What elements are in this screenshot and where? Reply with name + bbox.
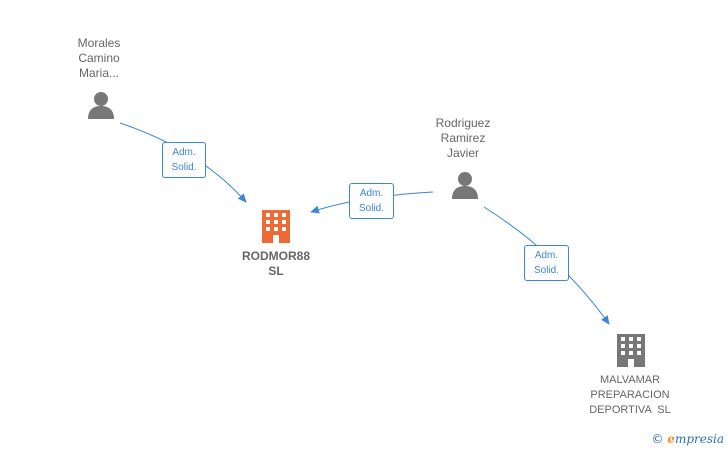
company-label-rodmor[interactable]: RODMOR88 SL — [226, 249, 326, 279]
copyright-symbol: © — [651, 432, 664, 446]
person-name-line: Camino — [78, 51, 120, 65]
brand-watermark: © empresia — [651, 432, 724, 446]
company-label-malvamar[interactable]: MALVAMAR PREPARACION DEPORTIVA SL — [575, 373, 685, 418]
company-name-line: DEPORTIVA SL — [589, 404, 671, 416]
edge-label-line: Adm. — [534, 250, 559, 261]
edge-label-line: Adm. — [359, 188, 384, 199]
edge-label-line: Solid. — [533, 265, 559, 276]
brand-name: mpresia — [674, 432, 724, 446]
person-name-line: Morales — [77, 36, 121, 50]
person-name-line: Maria... — [78, 66, 119, 80]
building-icon[interactable] — [617, 334, 645, 367]
person-icon[interactable] — [88, 92, 114, 119]
company-name-line: MALVAMAR — [599, 374, 661, 386]
person-label-morales[interactable]: Morales Camino Maria... — [60, 36, 138, 81]
edge-label-line: Adm. — [172, 147, 196, 158]
edge-label-line: Solid. — [358, 203, 384, 214]
company-name-line: PREPARACION — [590, 389, 670, 401]
edge-label-rodriguez-rodmor[interactable]: Adm. Solid. — [349, 183, 394, 219]
edge-label-morales-rodmor[interactable]: Adm. Solid. — [162, 142, 206, 178]
person-name-line: Javier — [446, 146, 479, 160]
company-name-line: SL — [268, 264, 284, 278]
company-name-line: RODMOR88 — [241, 249, 310, 263]
edge-label-line: Solid. — [171, 162, 197, 173]
person-name-line: Ramirez — [440, 131, 486, 145]
person-icon[interactable] — [452, 172, 478, 199]
person-name-line: Rodriguez — [435, 116, 491, 130]
brand-initial: e — [667, 432, 675, 446]
person-label-rodriguez[interactable]: Rodriguez Ramirez Javier — [418, 116, 508, 161]
edge-label-rodriguez-malvamar[interactable]: Adm. Solid. — [524, 245, 569, 281]
building-icon[interactable] — [262, 210, 290, 243]
